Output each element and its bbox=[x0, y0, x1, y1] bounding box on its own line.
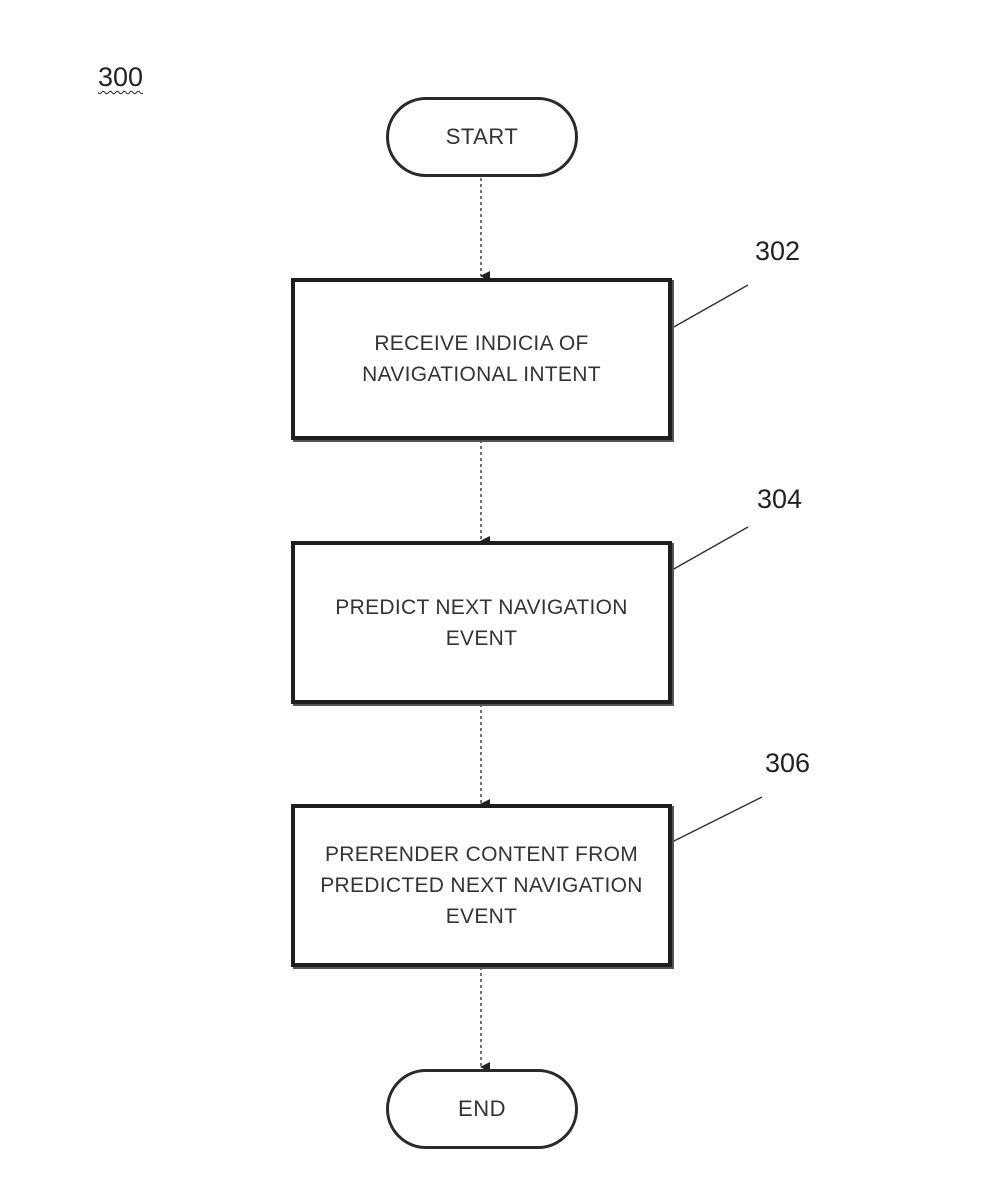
process-box-306: PRERENDER CONTENT FROM PREDICTED NEXT NA… bbox=[291, 804, 672, 967]
process-box-302: RECEIVE INDICIA OF NAVIGATIONAL INTENT bbox=[291, 278, 672, 440]
process-text-302: RECEIVE INDICIA OF NAVIGATIONAL INTENT bbox=[362, 328, 601, 390]
leader-line-306 bbox=[671, 796, 763, 843]
leader-line-302 bbox=[671, 284, 749, 329]
figure-number: 300 bbox=[98, 62, 144, 92]
start-terminal: START bbox=[386, 97, 578, 177]
process-302-line-1: RECEIVE INDICIA OF bbox=[374, 332, 589, 355]
leader-line-304 bbox=[671, 526, 749, 571]
process-text-306: PRERENDER CONTENT FROM PREDICTED NEXT NA… bbox=[320, 839, 643, 932]
process-302-line-2: NAVIGATIONAL INTENT bbox=[362, 363, 601, 386]
start-label: START bbox=[445, 124, 519, 149]
ref-label-302: 302 bbox=[755, 236, 801, 266]
process-304-line-1: PREDICT NEXT NAVIGATION bbox=[335, 595, 628, 619]
end-label: END bbox=[458, 1096, 506, 1121]
process-text-304: PREDICT NEXT NAVIGATION EVENT bbox=[335, 592, 627, 654]
process-306-line-1: PRERENDER CONTENT FROM bbox=[324, 843, 639, 866]
process-304-line-2: EVENT bbox=[445, 626, 518, 650]
process-306-line-3: EVENT bbox=[445, 905, 518, 928]
end-terminal: END bbox=[386, 1069, 578, 1149]
ref-label-304: 304 bbox=[757, 484, 803, 514]
process-box-304: PREDICT NEXT NAVIGATION EVENT bbox=[291, 541, 672, 704]
process-306-line-2: PREDICTED NEXT NAVIGATION bbox=[320, 874, 643, 897]
ref-label-306: 306 bbox=[765, 748, 811, 778]
